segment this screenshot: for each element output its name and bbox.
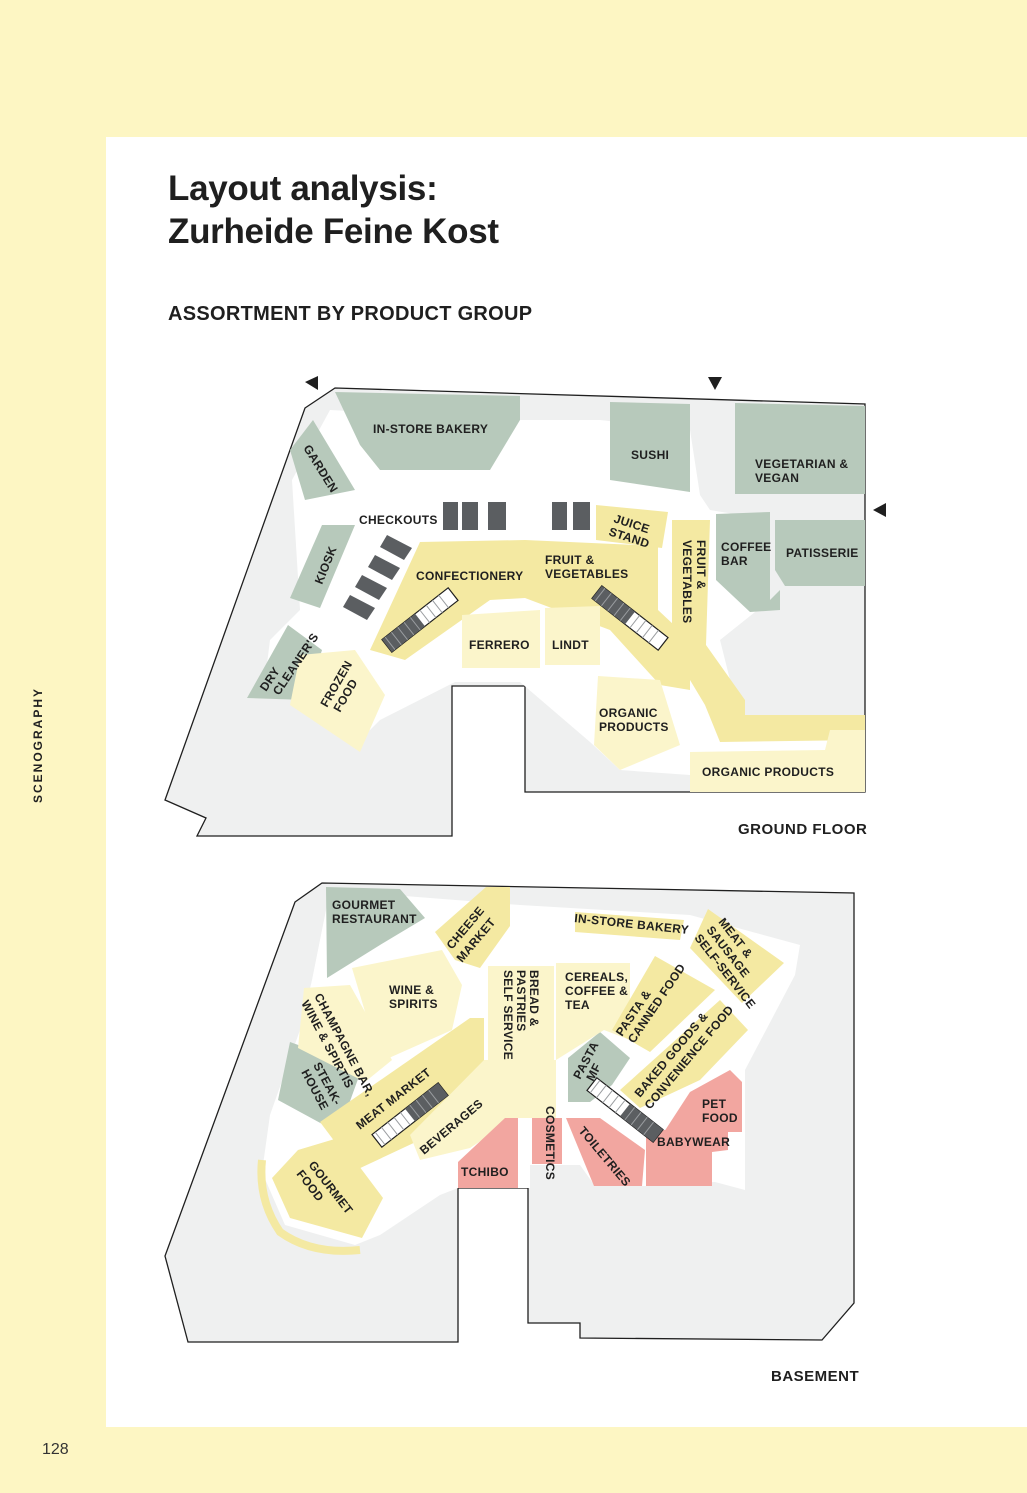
zone-babywear	[646, 1130, 728, 1186]
checkout-counter	[573, 502, 590, 530]
zone-in-store-bakery	[575, 912, 684, 940]
entrance-arrow-icon	[873, 503, 886, 517]
label-fruit-veg-vertical-1: FRUIT &	[694, 540, 708, 589]
zone-in-store-bakery	[335, 392, 520, 470]
escalator	[381, 586, 459, 654]
label-cereals-2: COFFEE &	[565, 984, 628, 998]
label-cereals-3: TEA	[565, 998, 590, 1012]
zone-juice-stand	[596, 505, 668, 548]
zone-pet-food	[664, 1070, 742, 1132]
label-vegetarian-vegan-1: VEGETARIAN &	[755, 457, 848, 471]
zone-cereals	[556, 963, 630, 1060]
checkout-counter	[488, 502, 506, 530]
label-pet-food-1: PET	[702, 1097, 727, 1111]
zone-sushi	[610, 402, 690, 492]
ground-floor-plan: IN-STORE BAKERY SUSHI VEGETARIAN & VEGAN…	[164, 376, 886, 837]
basement-label: BASEMENT	[771, 1368, 860, 1385]
checkout-counter	[343, 595, 375, 620]
label-cosmetics: COSMETICS	[543, 1106, 557, 1180]
zone-organic-products	[594, 676, 680, 770]
label-vegetarian-vegan-2: VEGAN	[755, 471, 799, 485]
label-bread-pastries-3: SELF SERVICE	[501, 970, 515, 1060]
zone-vegetarian-vegan	[735, 403, 865, 494]
label-ferrero: FERRERO	[469, 638, 530, 652]
zone-garden	[290, 420, 355, 500]
zone-lindt	[545, 606, 600, 665]
label-fruit-veg-vertical-2: VEGETABLES	[680, 540, 694, 623]
zone-ferrero	[462, 610, 540, 668]
zone-kiosk	[290, 525, 355, 608]
label-checkouts: CHECKOUTS	[359, 513, 438, 527]
label-fruit-veg-1: FRUIT &	[545, 553, 594, 567]
label-babywear: BABYWEAR	[657, 1135, 730, 1149]
checkout-counter	[443, 502, 458, 530]
ground-floor-label: GROUND FLOOR	[738, 821, 868, 838]
zone-wine-spirits	[352, 950, 462, 1062]
zone-cheese-market	[435, 887, 510, 968]
label-tchibo: TCHIBO	[461, 1165, 509, 1179]
label-coffee-bar-1: COFFEE	[721, 540, 771, 554]
label-bread-pastries-2: PASTRIES	[514, 970, 528, 1032]
label-lindt: LINDT	[552, 638, 589, 652]
basement-plan: GOURMET RESTAURANT CHEESE MARKET IN-STOR…	[164, 882, 855, 1343]
zone-pasta-mf	[568, 1032, 630, 1102]
label-confectionery: CONFECTIONERY	[416, 569, 523, 583]
checkout-counter	[552, 502, 567, 530]
zone-beverages	[410, 1060, 556, 1160]
zone-fruit-veg-vertical	[672, 520, 865, 742]
label-gourmet-restaurant-1: GOURMET	[332, 898, 396, 912]
section-heading: ASSORTMENT BY PRODUCT GROUP	[168, 303, 533, 325]
label-pet-food-2: FOOD	[702, 1111, 738, 1125]
label-coffee-bar-2: BAR	[721, 554, 748, 568]
zone-meat-sausage	[690, 909, 784, 1003]
label-gourmet-restaurant-2: RESTAURANT	[332, 912, 417, 926]
zone-frozen-food	[290, 650, 385, 752]
escalator	[591, 584, 669, 652]
entrance-arrow-icon	[305, 376, 318, 390]
zone-baked-goods	[620, 1000, 748, 1108]
zone-bread-pastries	[488, 966, 554, 1060]
page-number: 128	[42, 1441, 69, 1458]
zone-patisserie	[775, 520, 865, 586]
zone-pasta-canned	[612, 956, 715, 1052]
zone-outer-counter	[257, 1159, 361, 1255]
zone-gourmet-restaurant	[326, 887, 425, 978]
checkout-counter	[462, 502, 478, 530]
zone-gourmet-food	[272, 1138, 383, 1238]
label-patisserie: PATISSERIE	[786, 546, 859, 560]
zone-fruit-veg	[525, 540, 690, 690]
zone-champagne-bar	[298, 985, 392, 1082]
zone-toiletries	[566, 1118, 645, 1186]
checkout-counter	[355, 575, 387, 600]
label-organic-products-2: PRODUCTS	[599, 720, 669, 734]
page-title: Layout analysis: Zurheide Feine Kost	[168, 167, 499, 253]
zone-meat-market	[320, 1018, 484, 1170]
label-organic-products-long: ORGANIC PRODUCTS	[702, 765, 834, 779]
label-organic-products-1: ORGANIC	[599, 706, 658, 720]
label-cereals-1: CEREALS,	[565, 970, 628, 984]
label-in-store-bakery: IN-STORE BAKERY	[373, 422, 488, 436]
page-title-line-2: Zurheide Feine Kost	[168, 212, 499, 251]
escalator	[586, 1076, 664, 1144]
label-bread-pastries-1: BREAD &	[527, 970, 541, 1027]
zone-tchibo	[458, 1118, 518, 1188]
checkout-counter	[368, 555, 400, 580]
zone-coffee-bar	[716, 512, 780, 612]
label-fruit-veg-2: VEGETABLES	[545, 567, 628, 581]
checkout-counter	[380, 535, 412, 560]
page-title-line-1: Layout analysis:	[168, 169, 438, 208]
label-wine-spirits-1: WINE &	[389, 983, 434, 997]
label-wine-spirits-2: SPIRITS	[389, 997, 438, 1011]
escalator	[371, 1081, 449, 1149]
side-section-label: SCENOGRAPHY	[31, 686, 45, 804]
entrance-arrow-icon	[708, 377, 722, 390]
label-sushi: SUSHI	[631, 448, 669, 462]
zone-organic-products-long	[690, 730, 865, 792]
zone-cosmetics	[532, 1118, 562, 1164]
